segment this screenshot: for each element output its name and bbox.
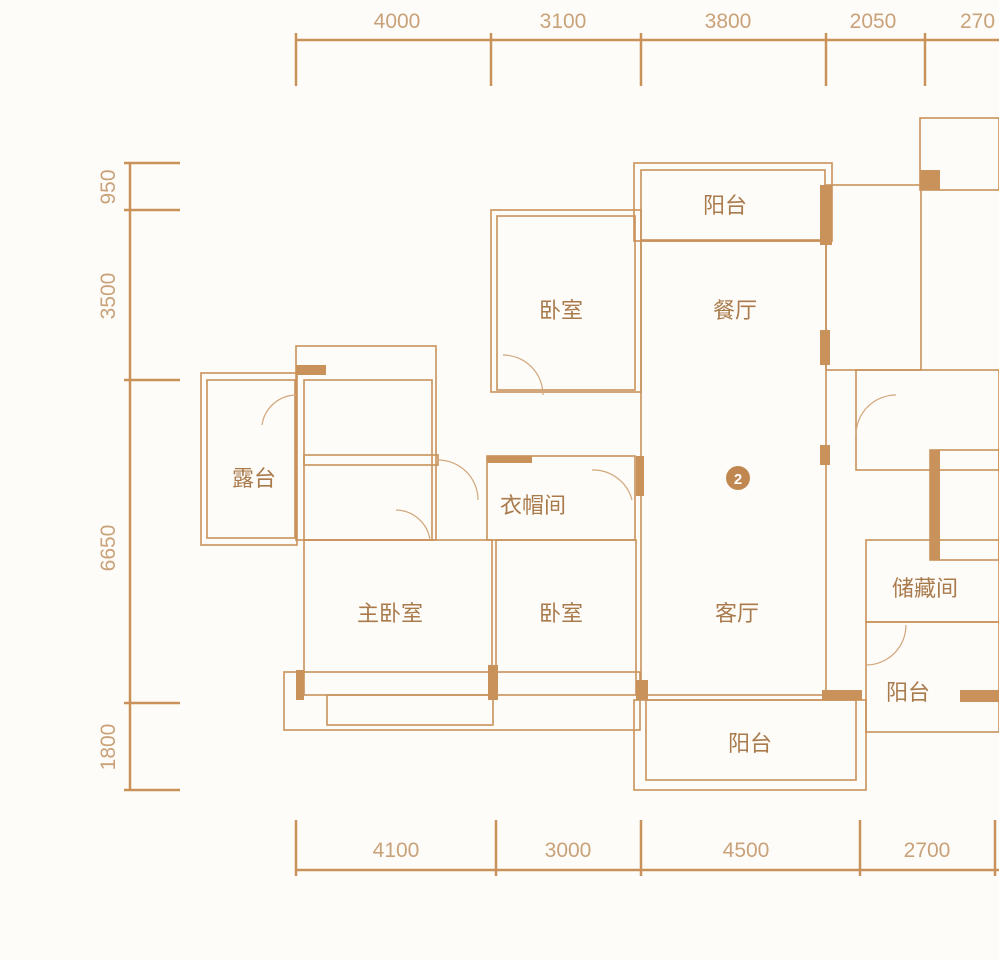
room-living: 客厅 [715, 602, 759, 627]
dim-left-4: 1800 [97, 724, 120, 771]
room-balcony-top: 阳台 [703, 194, 747, 219]
dim-left-2: 3500 [97, 273, 120, 320]
bottom-dimension-line [294, 820, 999, 876]
dim-top-5: 270 [960, 10, 995, 33]
dim-top-1: 4000 [374, 10, 421, 33]
dim-left-3: 6650 [97, 525, 120, 572]
room-balcony-bottom: 阳台 [728, 732, 772, 757]
room-bedroom-top: 卧室 [539, 299, 583, 324]
dim-top-2: 3100 [540, 10, 587, 33]
unit-badge [726, 466, 750, 490]
unit-badge-number: 2 [734, 471, 742, 488]
dim-left-1: 950 [97, 169, 120, 204]
room-storage: 储藏间 [892, 577, 958, 602]
room-cloakroom: 衣帽间 [500, 494, 566, 519]
dim-top-4: 2050 [850, 10, 897, 33]
walls [200, 117, 999, 791]
dim-bottom-3: 4500 [723, 839, 770, 862]
dim-bottom-2: 3000 [545, 839, 592, 862]
dim-bottom-1: 4100 [373, 839, 420, 862]
room-dining: 餐厅 [713, 299, 757, 324]
room-bedroom-bottom: 卧室 [539, 602, 583, 627]
room-balcony-right: 阳台 [886, 681, 930, 706]
top-dimension-line [294, 33, 999, 86]
dim-bottom-4: 2700 [904, 839, 951, 862]
room-master-bedroom: 主卧室 [357, 602, 423, 627]
room-terrace: 露台 [232, 467, 276, 492]
dim-top-3: 3800 [705, 10, 752, 33]
doors [261, 354, 907, 666]
left-dimension-line [124, 161, 180, 792]
